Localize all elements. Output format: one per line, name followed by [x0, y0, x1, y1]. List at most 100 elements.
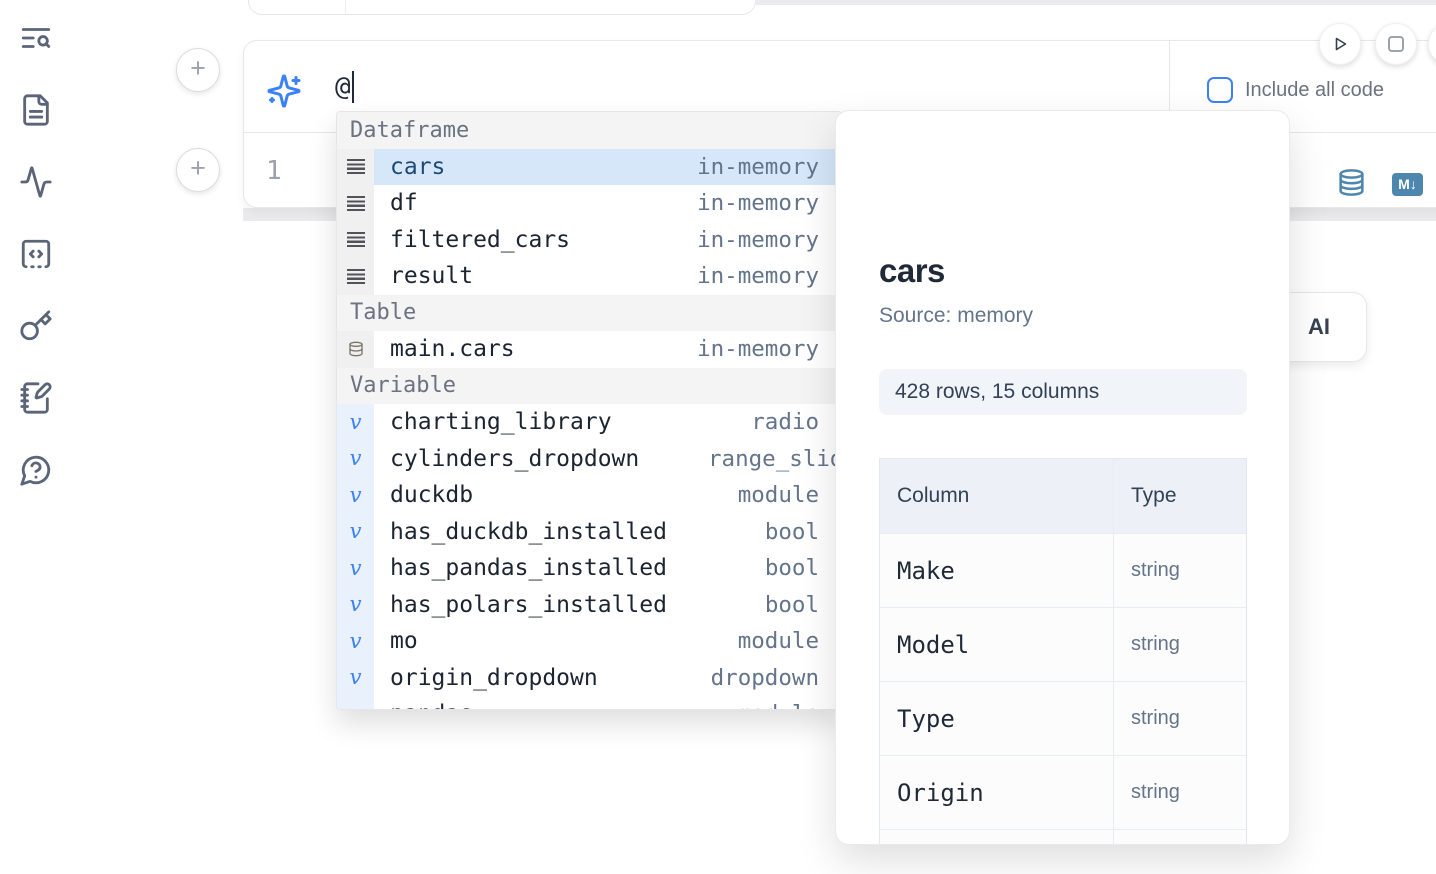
table-db-icon [348, 341, 364, 357]
text-cursor [351, 71, 354, 103]
markdown-icon[interactable]: M↓ [1392, 172, 1423, 196]
completion-item-name: df [390, 190, 418, 217]
include-all-code-checkbox[interactable] [1207, 77, 1233, 103]
table-cell-column: Type [880, 682, 1113, 755]
ai-prompt-input[interactable]: @ [335, 41, 635, 133]
table-row: Make string [880, 533, 1246, 607]
help-icon[interactable] [19, 453, 53, 487]
dataframe-icon [346, 159, 365, 175]
table-cell-column: DriveTrain [880, 830, 1113, 844]
completion-item-meta: in-memory [697, 153, 819, 180]
completion-item-cars[interactable]: cars in-memory [337, 148, 841, 185]
table-row: DriveTrainstring [880, 829, 1246, 844]
variable-icon: v [349, 555, 362, 580]
stop-button[interactable] [1375, 23, 1417, 65]
completion-section-header: Table [337, 294, 841, 331]
key-icon[interactable] [19, 309, 53, 343]
activity-icon[interactable] [19, 165, 53, 199]
previous-cell-gutter [249, 0, 346, 14]
completion-item-gutter: v [337, 513, 374, 550]
scratchpad-icon[interactable] [19, 381, 53, 415]
sparkles-ai-icon [266, 73, 302, 109]
add-cell-below-button[interactable]: + [176, 148, 220, 192]
code-editor-row[interactable]: 1 M↓ [244, 135, 1436, 208]
completion-item-meta: bool [764, 518, 819, 545]
table-header-cell: Column [880, 459, 1113, 533]
completion-item-meta: radio [751, 409, 819, 436]
completion-item-gutter: v [337, 477, 374, 514]
completion-item-body: charting_library radio [374, 404, 841, 441]
table-cell-type: string [1113, 534, 1246, 607]
completion-item-name: pandas [390, 701, 473, 709]
file-icon[interactable] [19, 93, 53, 127]
completion-item-name: main.cars [390, 336, 515, 363]
datasource-icon[interactable] [1337, 168, 1366, 197]
variable-icon: v [349, 482, 362, 507]
dataframe-preview-popover: cars Source: memory 428 rows, 15 columns… [835, 110, 1290, 845]
column-name: Make [897, 556, 955, 585]
completion-item-meta: in-memory [697, 336, 819, 363]
completion-item-gutter [337, 148, 374, 185]
completion-item-gutter: v [337, 623, 374, 660]
completion-item-name: charting_library [390, 409, 612, 436]
snippets-icon[interactable] [19, 237, 53, 271]
add-cell-above-button[interactable]: + [176, 48, 220, 92]
completion-section-header: Variable [337, 367, 841, 404]
completion-item-gutter: v [337, 550, 374, 587]
prompt-divider [1169, 41, 1170, 132]
completion-item-pandas[interactable]: vpandasmodule [337, 696, 841, 709]
variable-icon: v [349, 519, 362, 544]
completion-item-body: cars in-memory [374, 148, 841, 185]
completion-item-name: has_pandas_installed [390, 555, 667, 582]
column-name: Model [897, 630, 970, 659]
column-type: string [1131, 707, 1180, 729]
completion-item-name: origin_dropdown [390, 664, 598, 691]
completion-item-meta: in-memory [697, 263, 819, 290]
completion-item-meta: range_slider [708, 445, 841, 472]
completion-item-meta: in-memory [697, 226, 819, 253]
completion-item-gutter [337, 185, 374, 222]
dataframe-icon [346, 195, 365, 211]
completion-item-meta: module [738, 701, 819, 709]
table-row: Model string [880, 607, 1246, 681]
completion-item-name: cars [390, 153, 446, 180]
completion-item-main-cars[interactable]: main.cars in-memory [337, 331, 841, 368]
completion-item-meta: module [737, 628, 819, 655]
completion-item-gutter [337, 331, 374, 368]
run-cell-button[interactable] [1319, 23, 1361, 65]
preview-shape-badge: 428 rows, 15 columns [879, 369, 1247, 415]
column-type: string [1131, 781, 1180, 803]
completion-section-header: Dataframe [337, 112, 841, 149]
completion-item-filtered-cars[interactable]: filtered_cars in-memory [337, 221, 841, 259]
completion-item-name: filtered_cars [390, 226, 571, 253]
dataframe-icon [346, 268, 365, 284]
variable-icon: v [349, 628, 362, 653]
completion-item-meta: bool [764, 591, 819, 618]
toc-search-icon[interactable] [19, 21, 53, 55]
completion-item-name: duckdb [390, 482, 474, 509]
completion-item-gutter [337, 258, 374, 295]
column-type: string [1131, 633, 1180, 655]
completion-item-body: pandas module [374, 696, 841, 709]
completion-item-body: filtered_cars in-memory [374, 222, 841, 259]
